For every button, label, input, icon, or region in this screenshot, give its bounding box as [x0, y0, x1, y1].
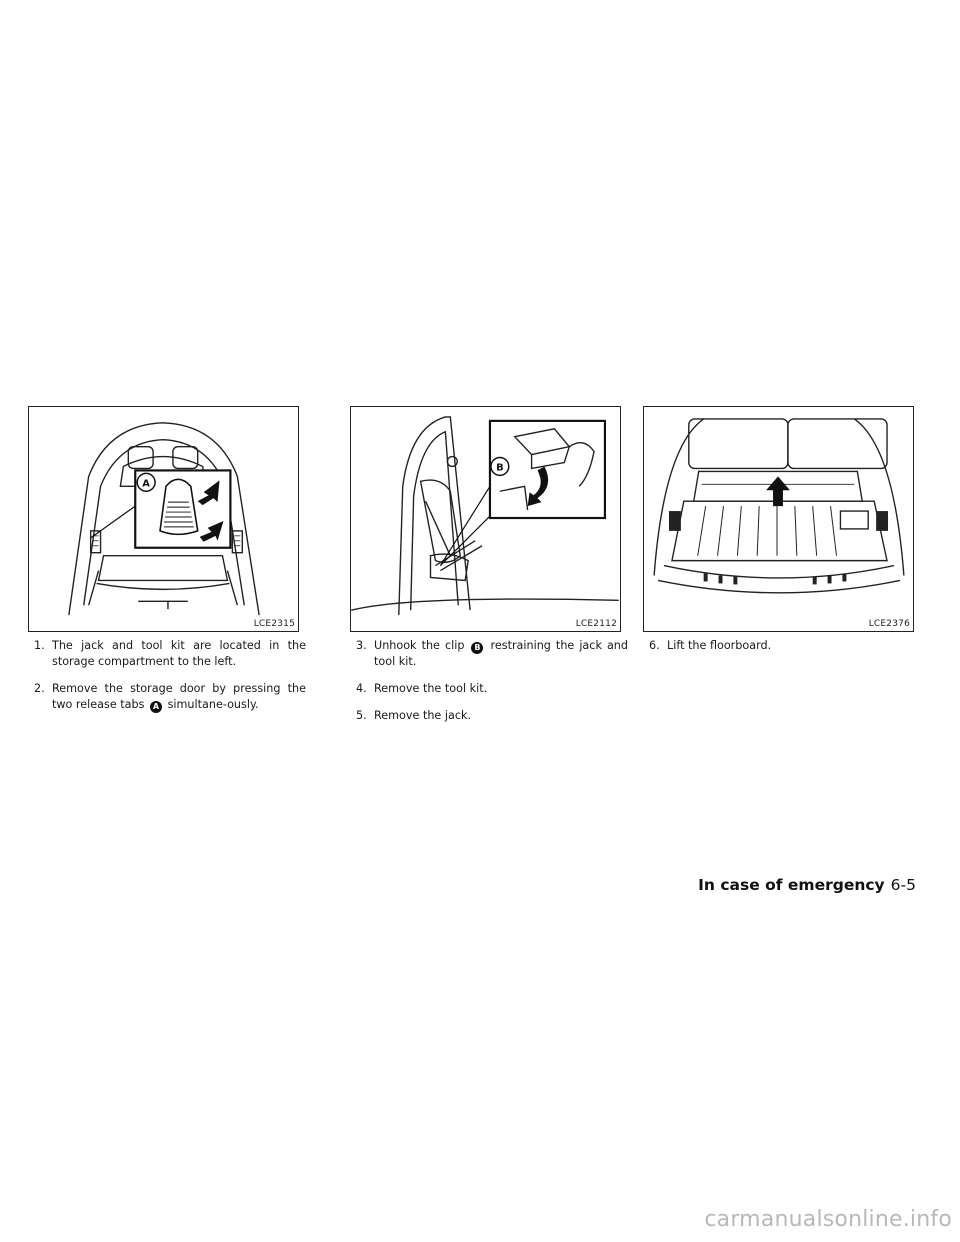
step-2: 2. Remove the storage door by pressing t… — [28, 681, 306, 713]
section-title: In case of emergency — [698, 876, 885, 894]
page-footer: In case of emergency 6-5 — [698, 876, 916, 894]
step-text: Remove the tool kit. — [374, 682, 488, 695]
step-text-after: simultane-ously. — [167, 698, 259, 711]
step-text: The jack and tool kit are located in the… — [52, 639, 306, 668]
jack-clip-illustration: B — [351, 416, 619, 616]
callout-a-label: A — [142, 478, 150, 489]
steps-column-3: 6. Lift the floorboard. — [643, 638, 921, 665]
callout-b-marker: B — [471, 642, 484, 654]
step-number: 4. — [356, 682, 367, 695]
figure-floorboard: LCE2376 — [643, 406, 914, 632]
floorboard-illustration — [653, 418, 905, 594]
figure-code: LCE2112 — [575, 619, 617, 629]
page-number: 6-5 — [890, 876, 916, 894]
step-text: Lift the floorboard. — [667, 639, 772, 652]
cargo-area-illustration: A — [68, 422, 260, 616]
step-6: 6. Lift the floorboard. — [643, 638, 921, 654]
step-number: 6. — [649, 639, 660, 652]
callout-b-label: B — [496, 462, 504, 473]
step-4: 4. Remove the tool kit. — [350, 681, 628, 697]
callout-a-marker: A — [150, 701, 163, 713]
steps-column-1: 1. The jack and tool kit are located in … — [28, 638, 306, 724]
step-text-before: Unhook the clip — [374, 639, 465, 652]
figure-code: LCE2315 — [253, 619, 295, 629]
step-text-before: Remove the storage door by pressing the … — [52, 682, 306, 711]
watermark: carmanualsonline.info — [704, 1207, 952, 1232]
step-number: 5. — [356, 709, 367, 722]
step-3: 3. Unhook the clip B restraining the jac… — [350, 638, 628, 670]
figure-code: LCE2376 — [868, 619, 910, 629]
step-number: 3. — [356, 639, 367, 652]
step-1: 1. The jack and tool kit are located in … — [28, 638, 306, 670]
steps-column-2: 3. Unhook the clip B restraining the jac… — [350, 638, 628, 735]
figure-storage-compartment: A LCE2315 — [28, 406, 299, 632]
step-text: Remove the jack. — [374, 709, 472, 722]
step-text-after: restraining the jack and tool kit. — [374, 639, 628, 668]
step-number: 1. — [34, 639, 45, 652]
step-5: 5. Remove the jack. — [350, 708, 628, 724]
step-number: 2. — [34, 682, 45, 695]
figure-jack-clip: B LCE2112 — [350, 406, 621, 632]
